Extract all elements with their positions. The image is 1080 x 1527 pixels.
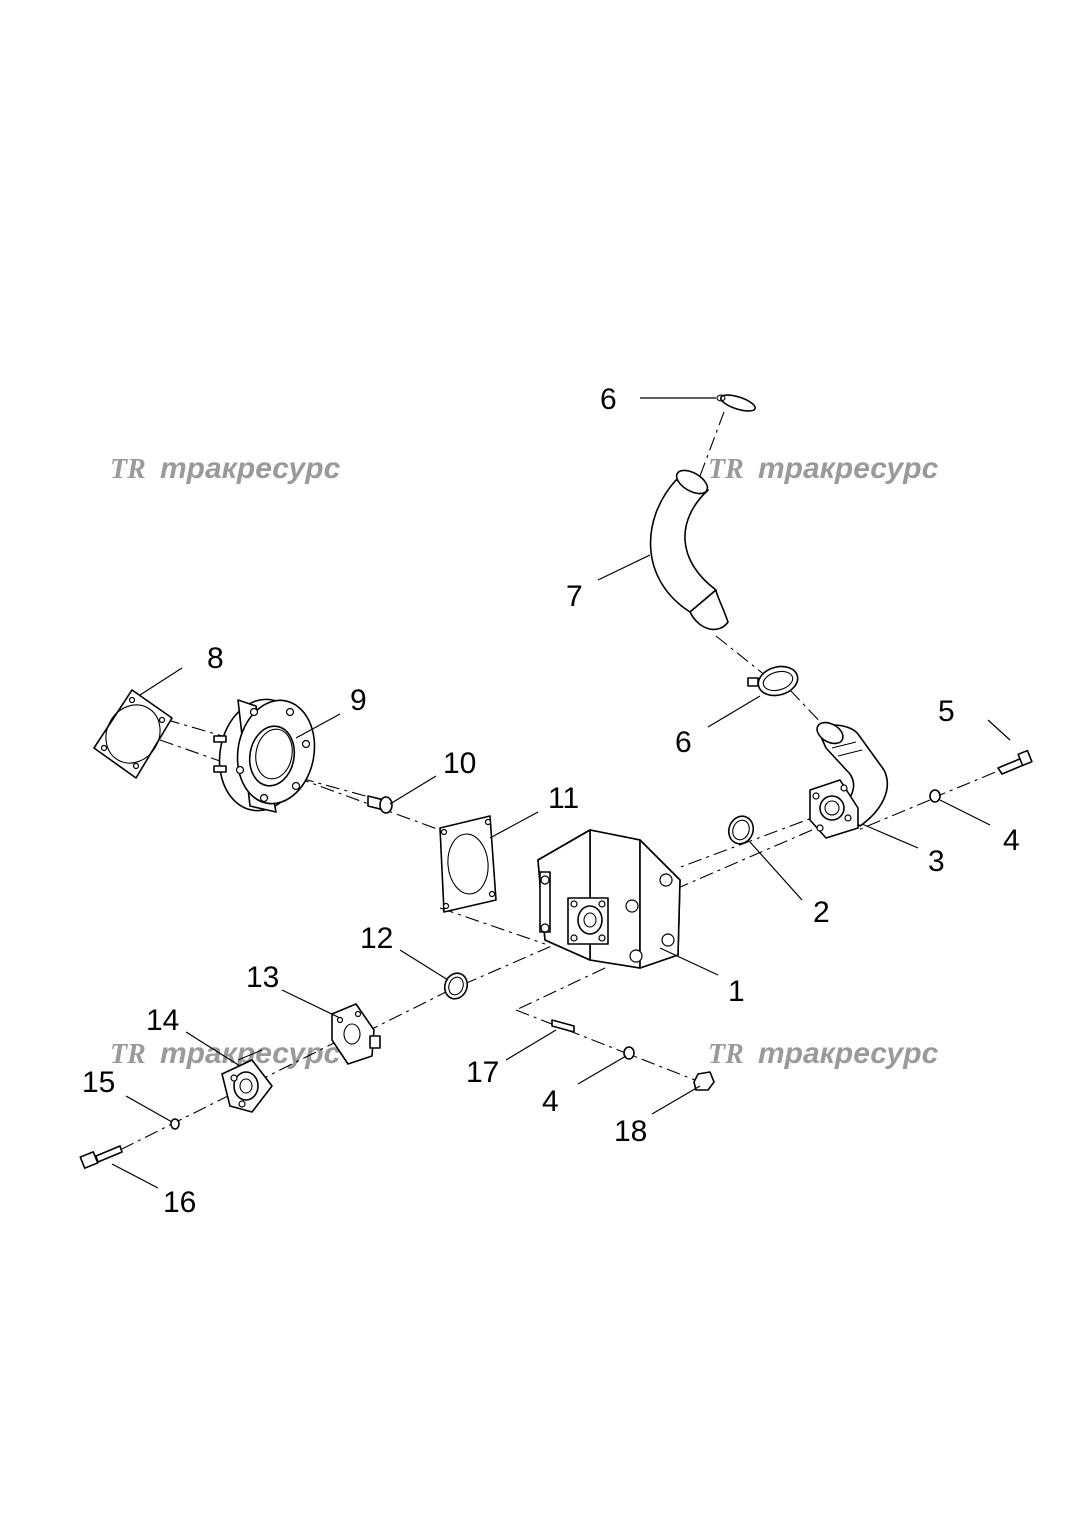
callout-15: 15 [82, 1066, 115, 1099]
watermark-bottom-left: TR тракресурс [110, 1037, 341, 1070]
part-15-washer [170, 1118, 180, 1130]
part-4-washer-right [929, 789, 941, 803]
part-2-o-ring [727, 815, 755, 845]
watermark-logo: TR [110, 454, 146, 485]
part-14-split-flange [221, 1049, 273, 1113]
callout-9: 9 [350, 684, 367, 717]
callout-8: 8 [207, 642, 224, 675]
leader-lines [111, 397, 1011, 1189]
watermark-bottom-right: TR тракресурс [708, 1037, 939, 1070]
callout-6-top: 6 [600, 383, 617, 416]
callout-6-lower: 6 [675, 726, 692, 759]
callout-18: 18 [614, 1115, 647, 1148]
part-6-hose-clamp-lower [747, 665, 799, 697]
part-18-nut [693, 1071, 715, 1091]
watermark-top-left: TR тракресурс [110, 452, 341, 485]
callout-11: 11 [548, 782, 579, 815]
part-4-washer-lower [623, 1046, 635, 1060]
watermark-text: тракресурс [758, 1037, 939, 1070]
part-7-curved-hose [649, 469, 729, 631]
part-8-gasket [93, 689, 173, 779]
part-12-o-ring [443, 972, 469, 1000]
part-5-bolt [997, 749, 1033, 775]
callout-7: 7 [566, 580, 583, 613]
part-11-gasket [439, 815, 497, 913]
callout-5: 5 [938, 695, 955, 728]
callout-1: 1 [728, 975, 745, 1008]
watermark-logo: TR [708, 1039, 744, 1070]
callout-4-lower: 4 [542, 1085, 559, 1118]
part-1-gear-pump [537, 829, 681, 969]
part-17-stud [551, 1019, 575, 1033]
callout-12: 12 [360, 922, 393, 955]
watermark-logo: TR [110, 1039, 146, 1070]
part-3-elbow-fitting [809, 721, 889, 839]
callout-17: 17 [466, 1056, 499, 1089]
callout-14: 14 [146, 1004, 179, 1037]
watermark-top-right: TR тракресурс [708, 452, 939, 485]
watermark-text: тракресурс [758, 452, 939, 485]
callout-2: 2 [813, 896, 830, 929]
part-10-cap-screw [367, 795, 393, 814]
watermark-logo: TR [708, 454, 744, 485]
part-13-flange-block [331, 1003, 381, 1065]
callout-16: 16 [163, 1186, 196, 1219]
part-16-long-bolt [79, 1145, 123, 1169]
callout-4-right: 4 [1003, 824, 1020, 857]
callout-numbers: 6 7 8 9 10 11 6 5 4 3 2 1 12 13 14 15 16… [82, 383, 1020, 1219]
callout-10: 10 [443, 747, 476, 780]
callout-13: 13 [246, 961, 279, 994]
callout-3: 3 [928, 845, 945, 878]
part-9-flange-adapter [213, 698, 316, 813]
watermark-text: тракресурс [160, 452, 341, 485]
part-6-hose-clamp-top [716, 394, 757, 412]
